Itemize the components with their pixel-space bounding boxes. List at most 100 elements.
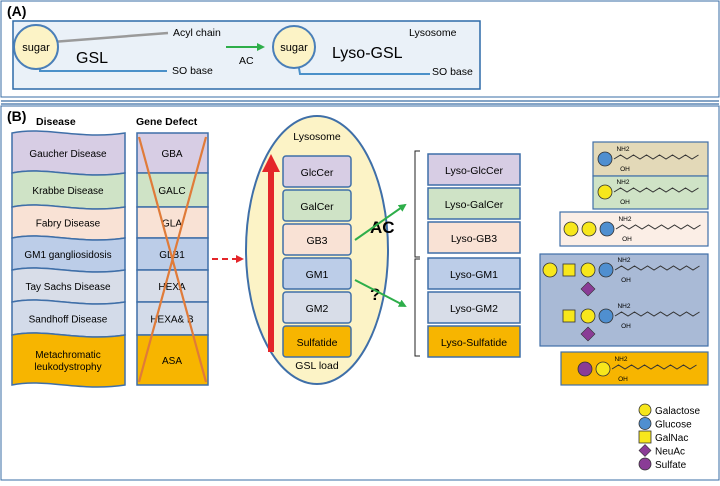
gene-name: HEXA& B bbox=[150, 315, 194, 326]
gsl-sugar-text: sugar bbox=[22, 42, 50, 54]
gsl-load-label: GSL load bbox=[295, 360, 339, 372]
panel-b-label: (B) bbox=[7, 108, 26, 124]
oh-label: OH bbox=[618, 376, 628, 383]
disease-name: GM1 gangliosidosis bbox=[24, 250, 111, 261]
substrate-box bbox=[282, 223, 352, 256]
lyso-product-stack: Lyso-GlcCerLyso-GalCerLyso-GB3Lyso-GM1Ly… bbox=[427, 153, 521, 358]
gene-name: GALC bbox=[158, 186, 185, 197]
lyso-product-label: Lyso-GB3 bbox=[451, 233, 497, 245]
substrate-box bbox=[282, 155, 352, 188]
galactose-symbol bbox=[580, 308, 596, 324]
nh2-label: NH2 bbox=[614, 356, 627, 363]
legend-sulfate-symbol bbox=[638, 457, 652, 471]
legend-label: Sulfate bbox=[655, 460, 687, 471]
legend-label: NeuAc bbox=[655, 447, 685, 458]
gene-cell bbox=[136, 237, 209, 271]
lyso-gsl-label: Lyso-GSL bbox=[332, 45, 403, 62]
lyso-product-box bbox=[427, 325, 521, 358]
oh-label: OH bbox=[621, 323, 631, 330]
gsl-load-arrow-head bbox=[262, 154, 280, 172]
disease-name: leukodystrophy bbox=[34, 362, 101, 373]
sulfate-symbol bbox=[577, 361, 593, 377]
disease-cell bbox=[11, 332, 126, 388]
panel-a-label: (A) bbox=[7, 3, 26, 19]
legend-label: Galactose bbox=[655, 406, 700, 417]
galnac-symbol bbox=[562, 309, 576, 323]
legend-neuac-symbol bbox=[638, 444, 652, 457]
substrate-label: GB3 bbox=[306, 235, 327, 247]
galactose-symbol bbox=[563, 221, 579, 237]
gene-header: Gene Defect bbox=[136, 116, 198, 128]
glucose-symbol bbox=[598, 262, 614, 278]
glucose-symbol bbox=[599, 221, 615, 237]
galactose-symbol bbox=[542, 262, 558, 278]
lyso-product-label: Lyso-GM1 bbox=[450, 269, 498, 281]
disease-header: Disease bbox=[36, 116, 76, 128]
so-base-left-label: SO base bbox=[172, 65, 213, 77]
lyso-product-label: Lyso-Sulfatide bbox=[441, 337, 507, 349]
substrate-label: GlcCer bbox=[301, 167, 334, 179]
substrate-box bbox=[282, 189, 352, 222]
lyso-product-label: Lyso-GalCer bbox=[445, 199, 504, 211]
acyl-chain-label: Acyl chain bbox=[173, 27, 221, 39]
gsl-label: GSL bbox=[76, 50, 108, 67]
galactose-symbol bbox=[581, 221, 597, 237]
question-arrow bbox=[354, 279, 407, 307]
disease-table: Gaucher Disease GBA Krabbe Disease GALC Fabr… bbox=[11, 130, 209, 388]
lysosome-title: Lysosome bbox=[293, 131, 341, 143]
substrate-box bbox=[282, 257, 352, 290]
legend-glucose-symbol bbox=[638, 417, 652, 430]
lyso-sugar-text: sugar bbox=[280, 42, 308, 54]
nh2-label: NH2 bbox=[618, 216, 631, 223]
panel-a-box bbox=[12, 20, 481, 90]
galactose-symbol bbox=[580, 262, 596, 278]
lyso-product-box bbox=[427, 221, 521, 254]
unknown-conversion-label: ? bbox=[370, 285, 380, 304]
sphingosine-chain bbox=[614, 265, 700, 271]
neuac-symbol bbox=[580, 281, 596, 297]
acyl-chain-line bbox=[51, 31, 169, 44]
ac-label-a: AC bbox=[239, 55, 254, 67]
disease-name: Metachromatic bbox=[35, 350, 101, 361]
galactose-symbol bbox=[595, 361, 611, 377]
lyso-product-label: Lyso-GM2 bbox=[450, 303, 498, 315]
gene-cell bbox=[136, 132, 209, 174]
gene-name: ASA bbox=[162, 356, 182, 367]
nh2-label: NH2 bbox=[616, 146, 629, 153]
bracket-upper bbox=[414, 150, 420, 258]
nh2-label: NH2 bbox=[616, 179, 629, 186]
substrate-label: GM2 bbox=[306, 303, 329, 315]
neuac-symbol bbox=[580, 326, 596, 342]
lysosome-label-a: Lysosome bbox=[409, 27, 457, 39]
lyso-product-box bbox=[427, 291, 521, 324]
sphingosine-chain bbox=[611, 364, 697, 370]
sphingosine-chain bbox=[613, 154, 699, 160]
disease-name: Fabry Disease bbox=[36, 219, 101, 230]
substrate-label: GalCer bbox=[300, 201, 334, 213]
nh2-label: NH2 bbox=[617, 257, 630, 264]
oh-label: OH bbox=[621, 277, 631, 284]
substrate-label: Sulfatide bbox=[297, 337, 338, 349]
sphingosine-chain bbox=[615, 224, 701, 230]
disease-name: Krabbe Disease bbox=[32, 186, 104, 197]
oh-label: OH bbox=[620, 199, 630, 206]
gsl-sugar-circle bbox=[13, 24, 59, 70]
gene-name: GBA bbox=[161, 149, 182, 160]
legend-label: Glucose bbox=[655, 420, 692, 431]
glucose-symbol bbox=[598, 308, 614, 324]
legend-label: GalNac bbox=[655, 433, 688, 444]
legend-galactose-symbol bbox=[638, 403, 652, 417]
gene-name: GLA bbox=[162, 219, 182, 230]
gene-cross-line bbox=[137, 136, 208, 383]
galnac-symbol bbox=[562, 263, 576, 277]
sphingosine-chain bbox=[614, 311, 700, 317]
disease-name: Tay Sachs Disease bbox=[25, 282, 110, 293]
disease-name: Gaucher Disease bbox=[29, 149, 107, 160]
galactose-symbol bbox=[597, 184, 613, 200]
nh2-label: NH2 bbox=[617, 303, 630, 310]
lyso-product-box bbox=[427, 153, 521, 186]
disease-name: Sandhoff Disease bbox=[29, 315, 108, 326]
